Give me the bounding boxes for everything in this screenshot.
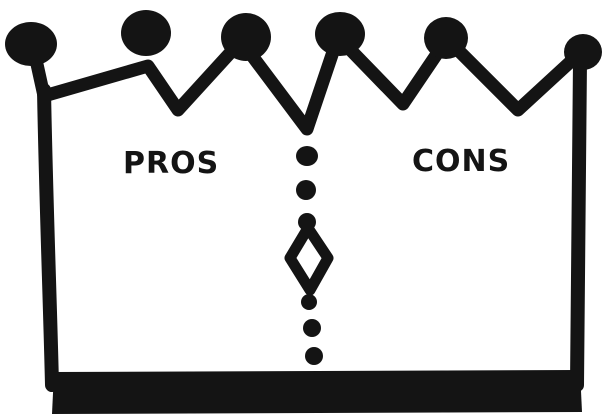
crown-knob-3 [221, 13, 271, 61]
crown-knob-6 [564, 34, 602, 70]
crown-knob-5 [424, 17, 468, 59]
divider-diamond [284, 222, 334, 296]
crown-knob-1 [5, 22, 57, 66]
crown-left-side [37, 83, 59, 392]
crown-zigzag [26, 30, 587, 136]
divider-dot-1 [296, 146, 318, 166]
crown-knob-4 [315, 12, 365, 56]
cons-label: CONS [412, 144, 510, 179]
divider-dot-6 [305, 347, 323, 365]
pros-label: PROS [123, 146, 219, 181]
divider-dot-2 [296, 180, 316, 200]
divider-dot-5 [303, 319, 321, 337]
crown-knob-2 [121, 10, 171, 56]
crown-right-side [570, 53, 587, 392]
divider-dot-4 [301, 294, 317, 310]
crown-base [52, 370, 582, 414]
